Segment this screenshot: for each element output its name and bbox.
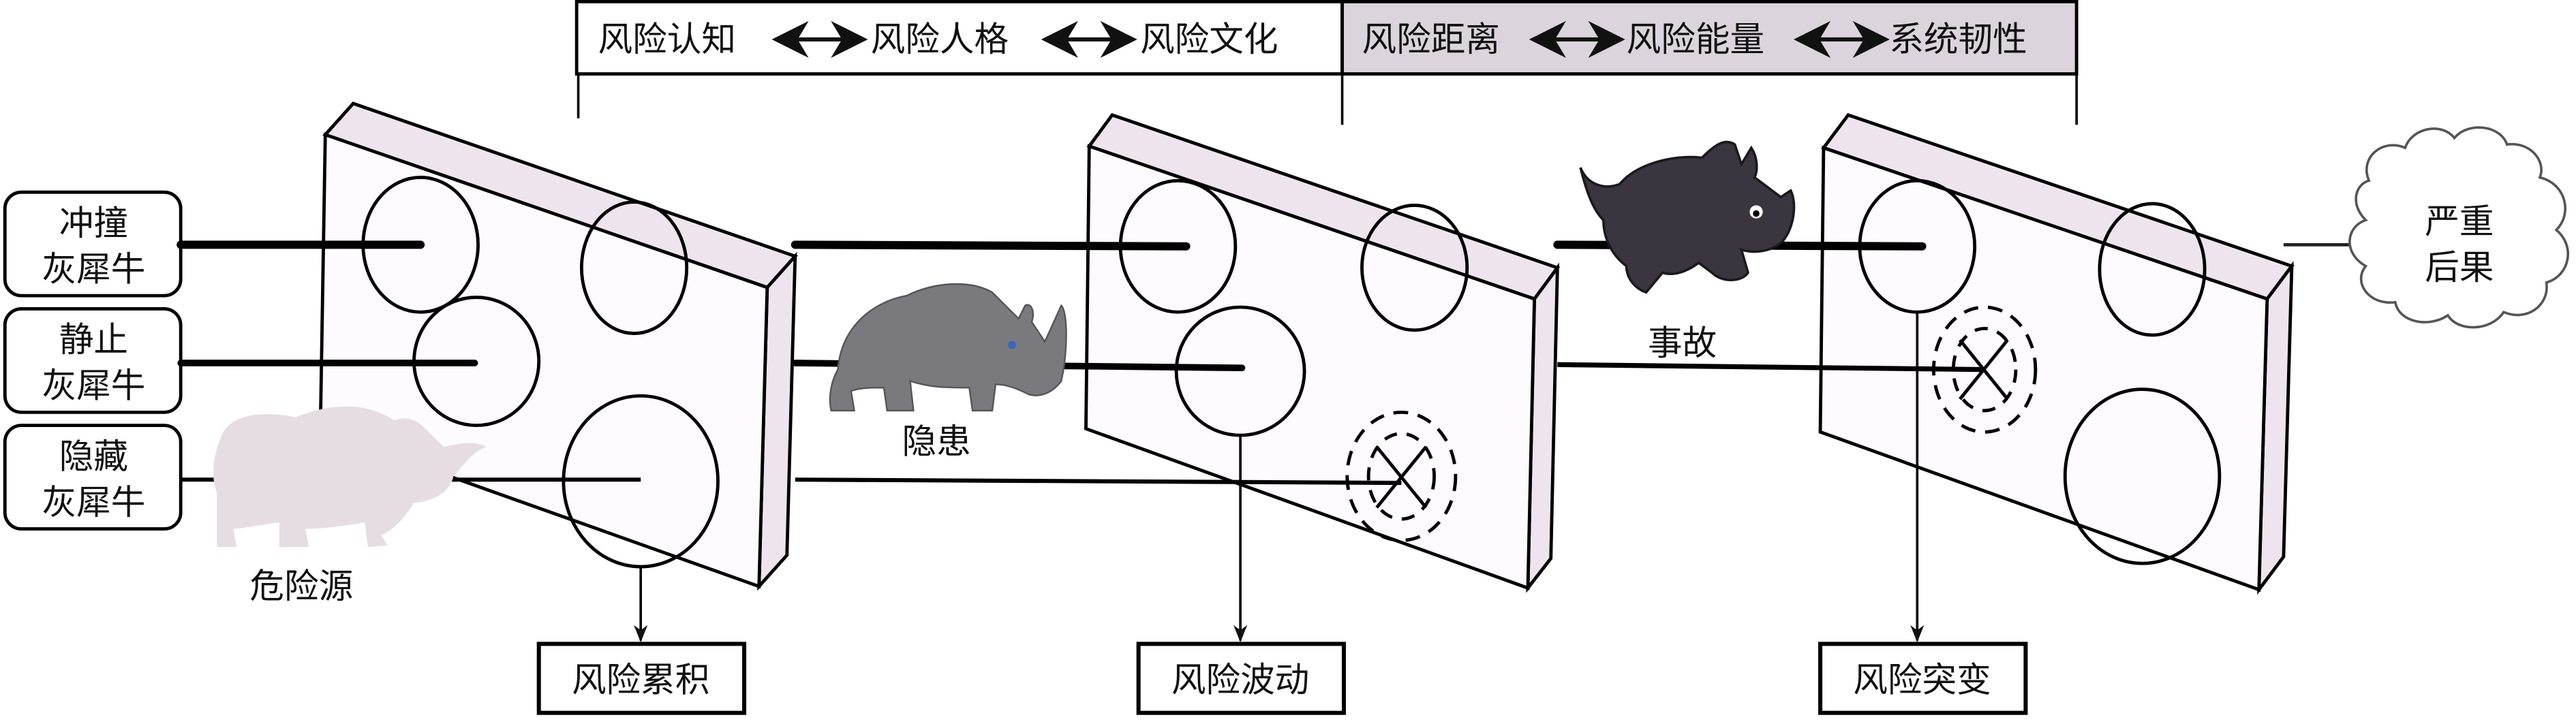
running-rhino-icon <box>1579 140 1796 294</box>
blocked-hole-panel-2 <box>1345 410 1458 542</box>
output-label: 风险累积 <box>572 659 709 699</box>
input-label-hidden-rhino: 隐藏 灰犀牛 <box>3 424 183 531</box>
header-item-risk-distance: 风险距离 <box>1362 19 1499 59</box>
header-item-risk-energy: 风险能量 <box>1627 19 1764 59</box>
header-bar: 风险认知 风险人格 风险文化 风险距离 风险能量 系统韧性 <box>574 0 2079 125</box>
input-label-line2: 灰犀牛 <box>42 482 145 522</box>
header-item-risk-culture: 风险文化 <box>1140 19 1278 59</box>
input-label-line2: 灰犀牛 <box>42 249 145 289</box>
barrier-panel-1 <box>318 101 798 591</box>
input-label-line1: 静止 <box>59 319 128 360</box>
rhino-eye <box>1007 341 1017 349</box>
rhino-label-accident: 事故 <box>1648 323 1717 363</box>
accident-rhino: 事故 <box>1579 140 1796 363</box>
pale-rhino-icon <box>213 406 487 548</box>
rhino-label-hazard-source: 危险源 <box>249 566 353 606</box>
result-line1: 严重 <box>2425 201 2494 241</box>
barrier-panel-3 <box>1818 112 2295 595</box>
pathway-hidden <box>795 477 1402 486</box>
rhino-label-latent-hazard: 隐患 <box>902 422 970 462</box>
pathway-static <box>1557 362 1985 373</box>
panel-hole <box>2098 202 2207 337</box>
panel-hole <box>2063 388 2222 565</box>
cloud-icon <box>2348 126 2569 329</box>
panel-hole <box>579 200 689 335</box>
header-item-risk-cognition: 风险认知 <box>598 19 736 59</box>
input-label-line1: 隐藏 <box>59 436 128 476</box>
rhino-pupil <box>1753 210 1760 217</box>
input-labels: 冲撞 灰犀牛 静止 灰犀牛 隐藏 灰犀牛 <box>3 190 183 531</box>
x-mark-icon <box>1375 445 1428 509</box>
input-label-charging-rhino: 冲撞 灰犀牛 <box>3 190 183 298</box>
output-box-risk-fluctuation: 风险波动 <box>1136 642 1346 715</box>
input-label-line1: 冲撞 <box>59 203 128 243</box>
header-left-segment <box>574 0 1344 76</box>
barrier-panel-2 <box>1084 112 1561 593</box>
output-label: 风险波动 <box>1171 659 1309 699</box>
header-item-system-resilience: 系统韧性 <box>1889 19 2027 59</box>
output-box-risk-mutation: 风险突变 <box>1818 642 2028 715</box>
outputs: 风险累积 风险波动 风险突变 <box>536 312 2028 715</box>
output-box-risk-accumulation: 风险累积 <box>536 642 747 715</box>
panel-hole <box>1360 204 1469 332</box>
input-label-static-rhino: 静止 灰犀牛 <box>3 307 183 414</box>
result-line2: 后果 <box>2425 247 2494 287</box>
header-item-risk-personality: 风险人格 <box>871 19 1009 59</box>
latent-hazard-rhino: 隐患 <box>829 283 1067 462</box>
output-label: 风险突变 <box>1853 659 1991 699</box>
header-right-segment <box>1340 0 2079 76</box>
input-label-line2: 灰犀牛 <box>42 366 145 406</box>
pathway-charging <box>791 240 1191 251</box>
result-consequence: 严重 后果 <box>2283 126 2569 329</box>
gray-rhino-icon <box>829 283 1067 412</box>
hazard-rhino: 危险源 <box>213 406 487 606</box>
